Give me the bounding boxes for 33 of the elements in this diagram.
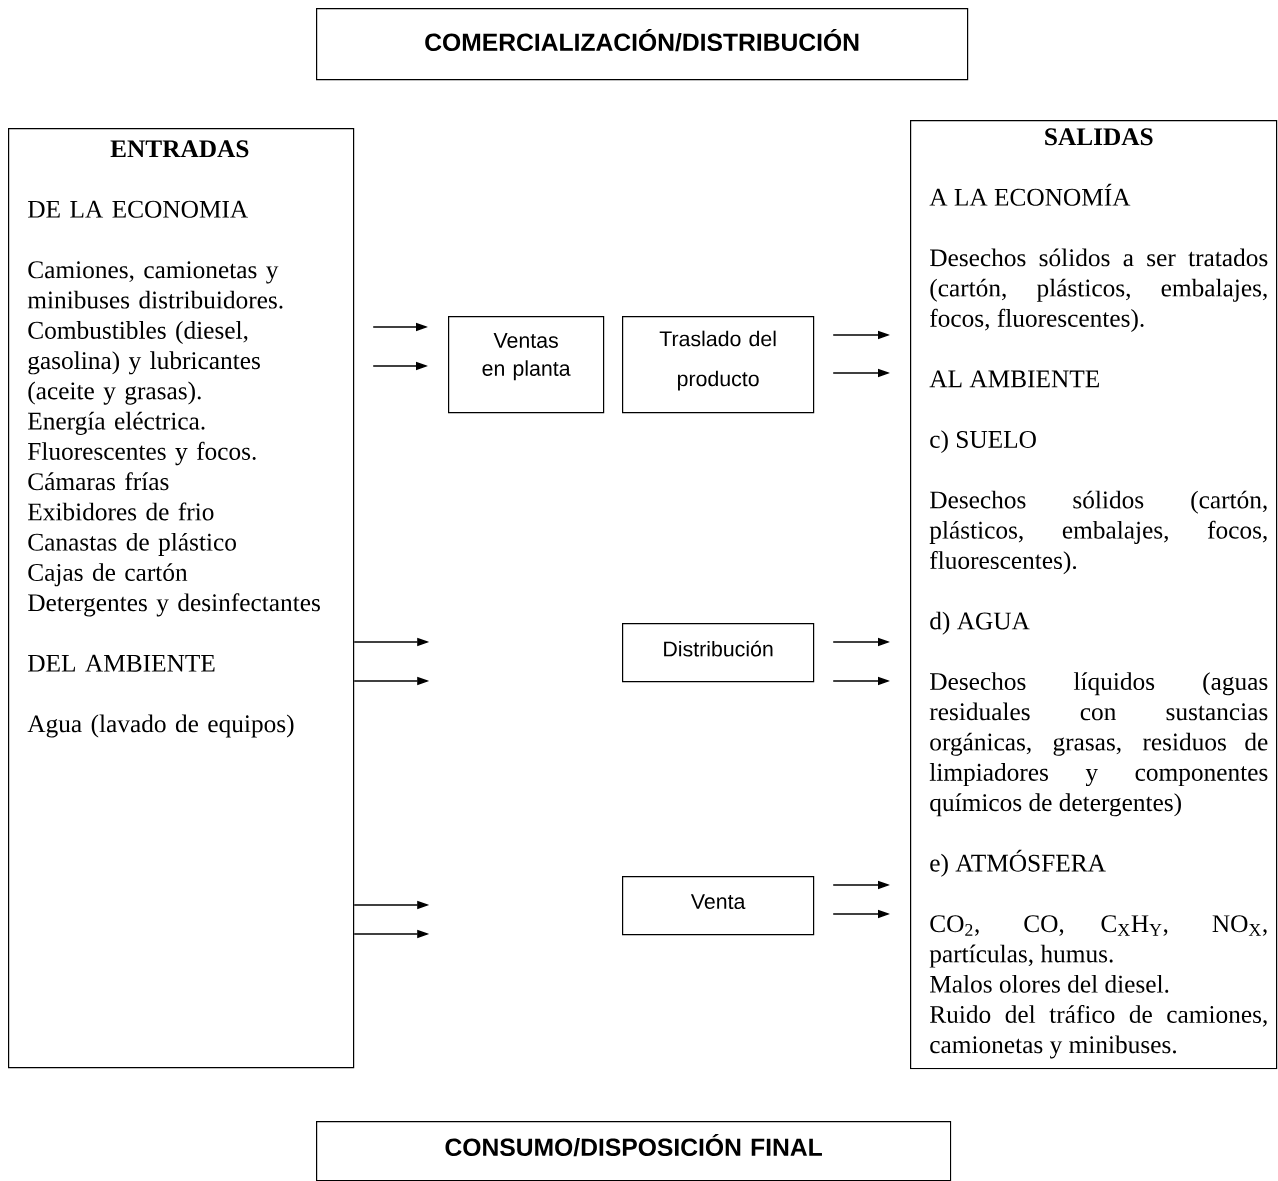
process-box: Distribución bbox=[622, 623, 815, 683]
text-paragraph: Desechos líquidos (aguas residuales con sustancias orgánicas, grasas, residuos de limpiadores y componentes químicos de detergentes) bbox=[929, 672, 1268, 817]
text-paragraph: Canastas de plástico bbox=[28, 532, 236, 556]
text-paragraph: AL AMBIENTE bbox=[929, 370, 1099, 388]
text-paragraph: Agua (lavado de equipos) bbox=[27, 714, 294, 738]
text-paragraph: Exibidores de frio bbox=[28, 502, 214, 521]
title-box: CONSUMO/DISPOSICIÓN FINAL bbox=[316, 1121, 952, 1181]
text-paragraph: Combustibles (diesel, gasolina) y lubricantes (aceite y grasas). bbox=[28, 321, 260, 405]
text-paragraph: Desechos sólidos (cartón, plásticos, embalajes, focos, fluorescentes). bbox=[929, 490, 1267, 575]
text-paragraph: Energía eléctrica. bbox=[28, 411, 205, 435]
text-paragraph: e) ATMÓSFERA bbox=[930, 849, 1106, 877]
text-paragraph: Desechos sólidos a ser tratados (cartón, plásticos, embalajes, focos, fluorescentes). bbox=[930, 248, 1268, 333]
process-box: Traslado del producto bbox=[622, 316, 815, 414]
title-box: COMERCIALIZACIÓN/DISTRIBUCIÓN bbox=[316, 8, 969, 81]
text-paragraph: CO$_{2}$, CO, C$_{X}$H$_{Y}$, NO$_{X}$, partículas, humus. bbox=[929, 915, 1267, 968]
text-paragraph: Cámaras frías bbox=[28, 472, 169, 491]
text-paragraph: Cajas de cartón bbox=[28, 563, 188, 587]
process-box: Ventas en planta bbox=[448, 316, 605, 414]
text-paragraph: d) AGUA bbox=[930, 611, 1030, 635]
text-paragraph: c) SUELO bbox=[930, 430, 1036, 454]
text-paragraph: Ruido del tráfico de camiones, camionetas y minibuses. bbox=[930, 1004, 1267, 1059]
text-paragraph: A LA ECONOMÍA bbox=[929, 183, 1131, 206]
text-paragraph: DE LA ECONOMIA bbox=[28, 200, 248, 218]
panel bbox=[910, 120, 1278, 1070]
panel-heading: SALIDAS bbox=[1045, 128, 1153, 146]
panel bbox=[8, 128, 355, 1069]
text-paragraph: Malos olores del diesel. bbox=[930, 974, 1169, 993]
panel-heading: ENTRADAS bbox=[110, 140, 249, 158]
text-paragraph: Detergentes y desinfectantes bbox=[28, 593, 320, 617]
text-paragraph: DEL AMBIENTE bbox=[28, 654, 215, 672]
text-paragraph: Fluorescentes y focos. bbox=[28, 441, 256, 466]
process-box: Venta bbox=[622, 876, 815, 936]
text-paragraph: Camiones, camionetas y minibuses distribuidores. bbox=[27, 261, 283, 309]
